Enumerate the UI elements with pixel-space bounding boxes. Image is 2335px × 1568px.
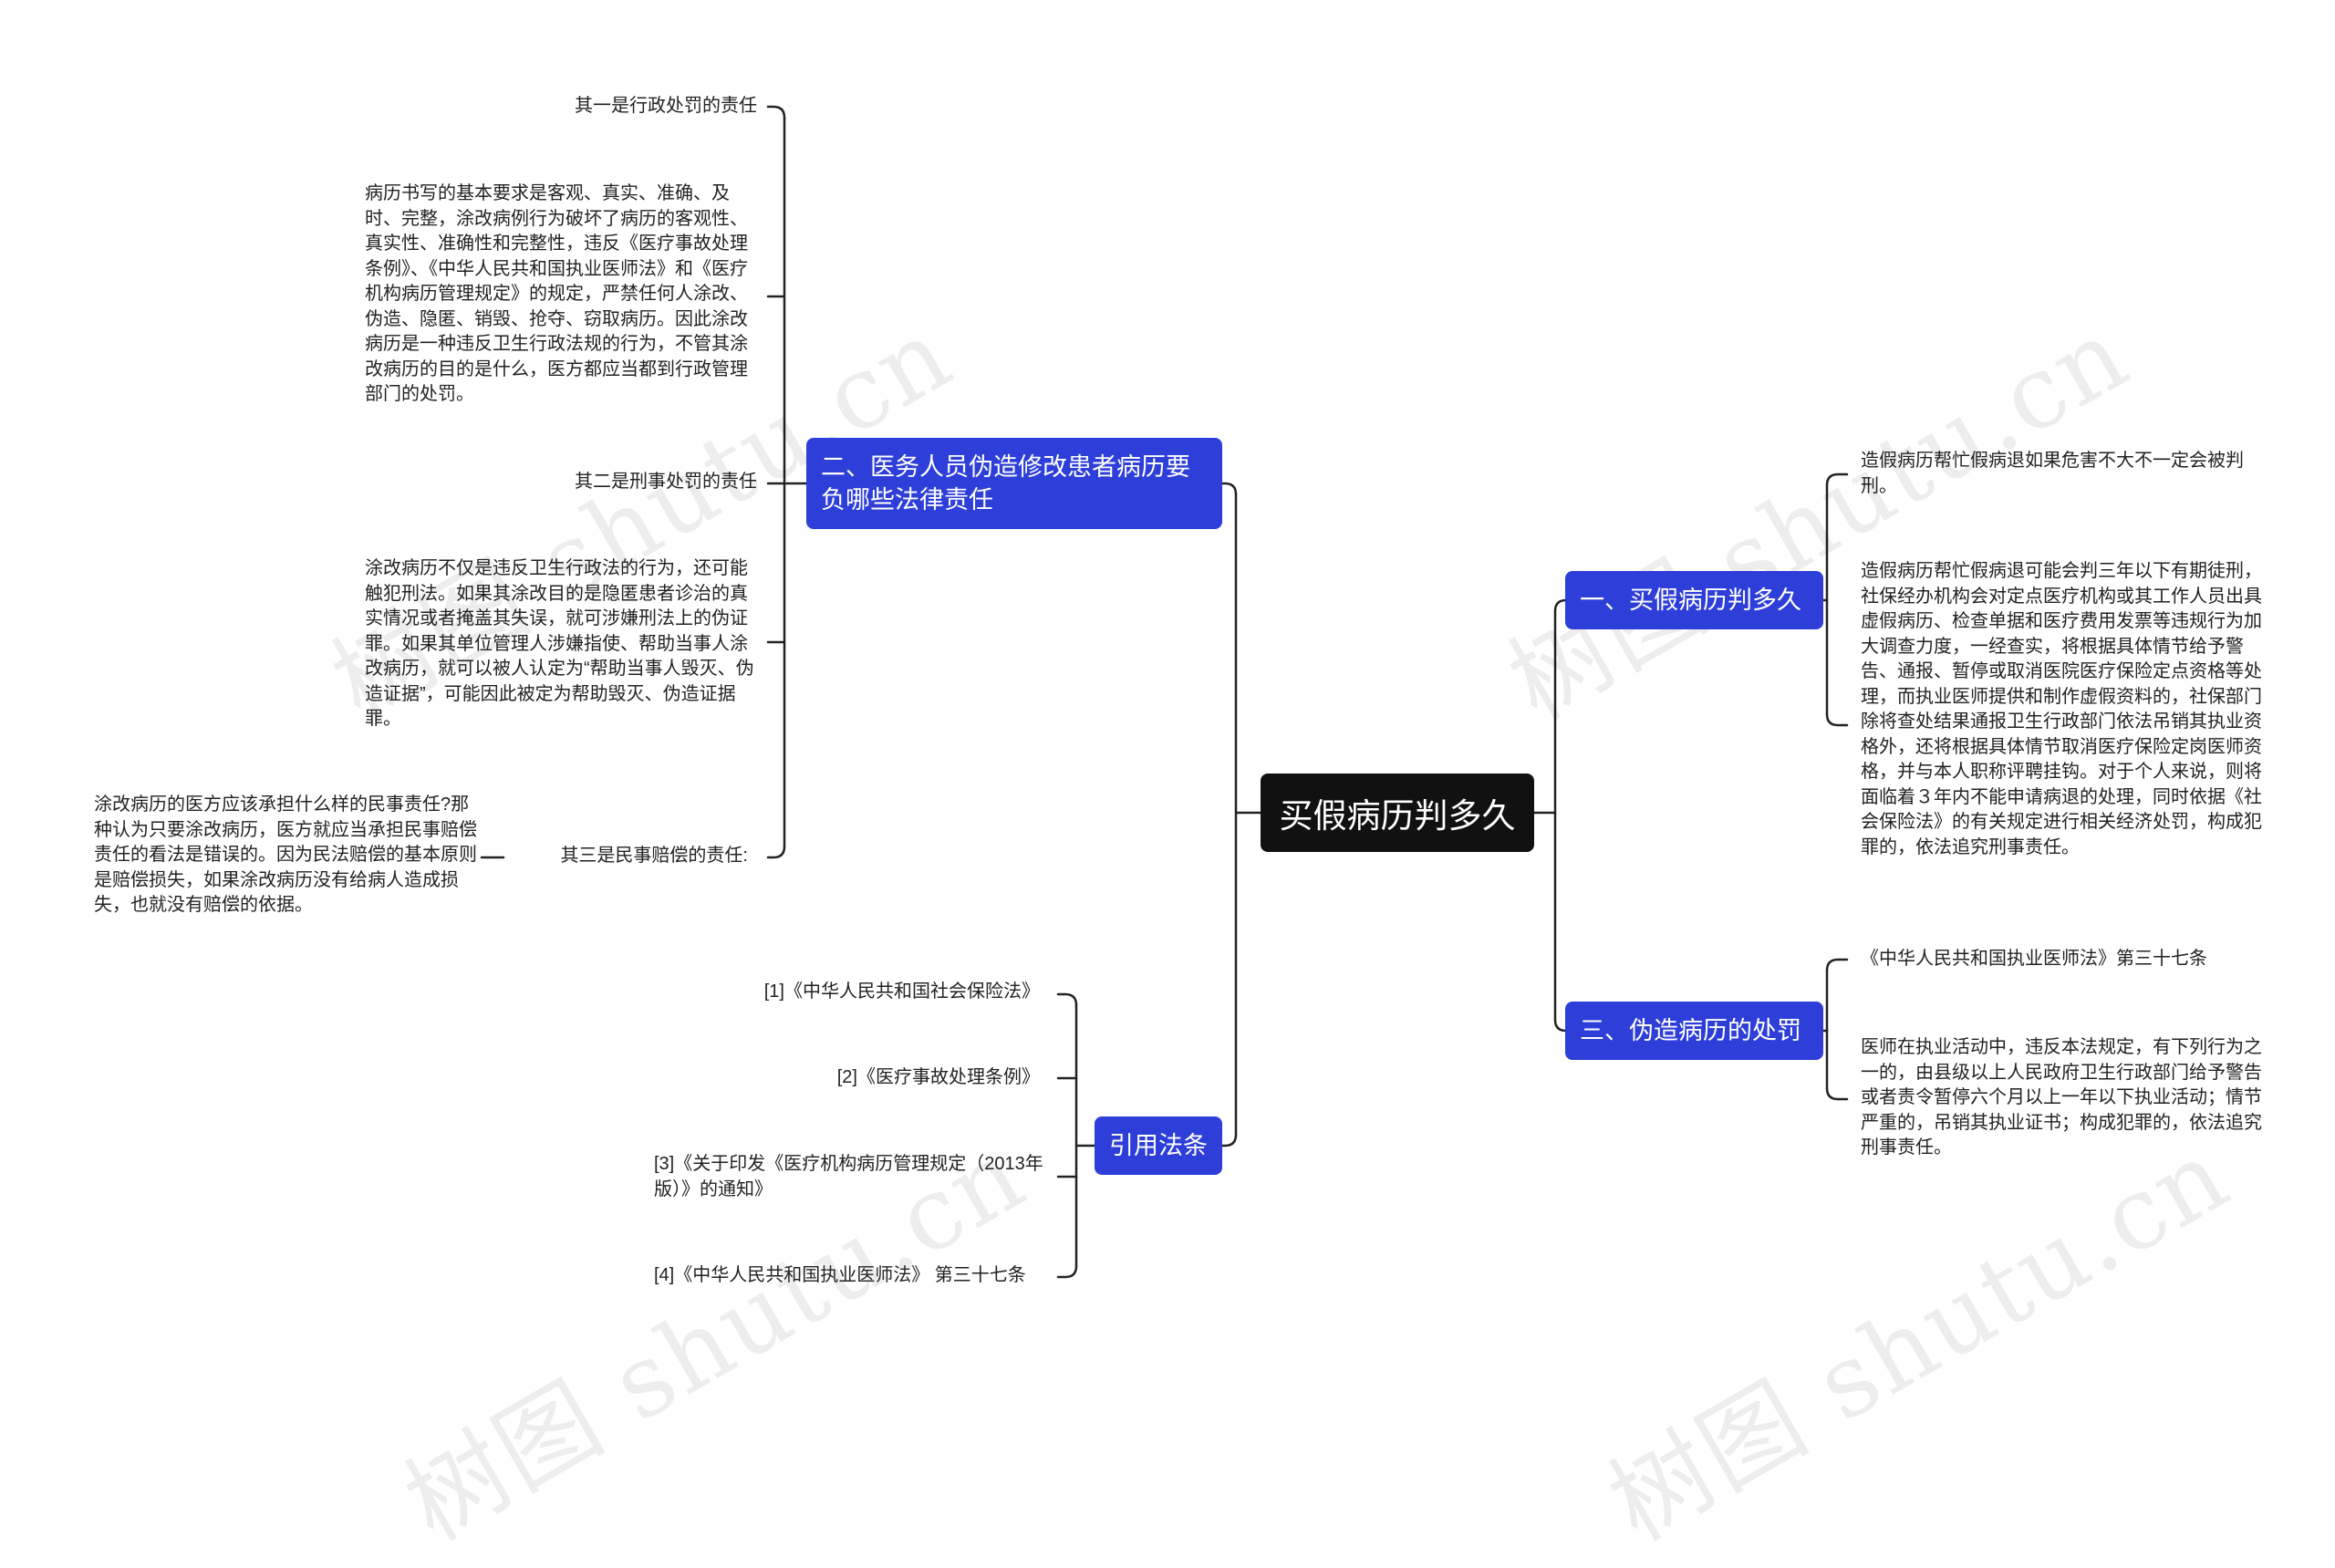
- branch-medical-staff-liability[interactable]: 二、医务人员伪造修改患者病历要负哪些法律责任: [806, 438, 1222, 529]
- leaf-b2-4: 涂改病历不仅是违反卫生行政法的行为，还可能触犯刑法。如果其涂改目的是隐匿患者诊治…: [365, 558, 754, 729]
- branch-forgery-penalty[interactable]: 三、伪造病历的处罚: [1565, 1002, 1823, 1060]
- leaf-b1-2: 造假病历帮忙假病退可能会判三年以下有期徒刑，社保经办机构会对定点医疗机构或其工作…: [1861, 561, 2262, 857]
- leaf-b2-5: 其三是民事赔偿的责任:: [560, 846, 748, 866]
- b1-tick: [1825, 472, 1849, 487]
- leaf-b1-1: 造假病历帮忙假病退如果危害不大不一定会被判刑。: [1861, 451, 2244, 496]
- b1-tick: [1825, 712, 1849, 727]
- leaf-b3-1: 《中华人民共和国执业医师法》第三十七条: [1861, 949, 2207, 969]
- branch-cited-laws[interactable]: 引用法条: [1095, 1116, 1222, 1175]
- leaf-b4-2: [2]《医疗事故处理条例》: [836, 1067, 1040, 1087]
- b2-tick: [766, 845, 786, 859]
- root-left-tick: [1220, 1133, 1238, 1147]
- root-topic[interactable]: 买假病历判多久: [1261, 774, 1534, 852]
- b3-tick: [1825, 1086, 1849, 1101]
- leaf-b4-1: [1]《中华人民共和国社会保险法》: [763, 981, 1040, 1002]
- leaf-b2-5-sub: 涂改病历的医方应该承担什么样的民事责任?那种认为只要涂改病历，医方就应当承担民事…: [94, 794, 477, 915]
- leaf-b3-2: 医师在执业活动中，违反本法规定，有下列行为之一的，由县级以上人民政府卫生行政部门…: [1861, 1037, 2262, 1158]
- leaf-b2-3: 其二是刑事处罚的责任: [575, 472, 757, 492]
- b3-tick: [1825, 958, 1849, 972]
- leaf-b4-4: [4]《中华人民共和国执业医师法》 第三十七条: [654, 1265, 1026, 1285]
- root-left-tick: [1220, 482, 1238, 496]
- connector-lines: [480, 105, 1849, 1279]
- leaf-b4-3: [3]《关于印发《医疗机构病历管理规定（2013年版）》的通知》: [654, 1154, 1043, 1199]
- b4-tick: [1056, 992, 1078, 1007]
- b4-tick: [1056, 1264, 1078, 1279]
- leaf-b2-2: 病历书写的基本要求是客观、真实、准确、及时、完整，涂改病例行为破坏了病历的客观性…: [365, 183, 748, 404]
- b2-tick: [766, 105, 786, 119]
- leaf-b2-1: 其一是行政处罚的责任: [575, 96, 757, 116]
- branch-buy-fake-record[interactable]: 一、买假病历判多久: [1565, 571, 1823, 629]
- mind-map-canvas: 树图 shutu.cn 树图 shutu.cn 树图 shutu.cn 树图 s…: [94, 96, 2262, 1563]
